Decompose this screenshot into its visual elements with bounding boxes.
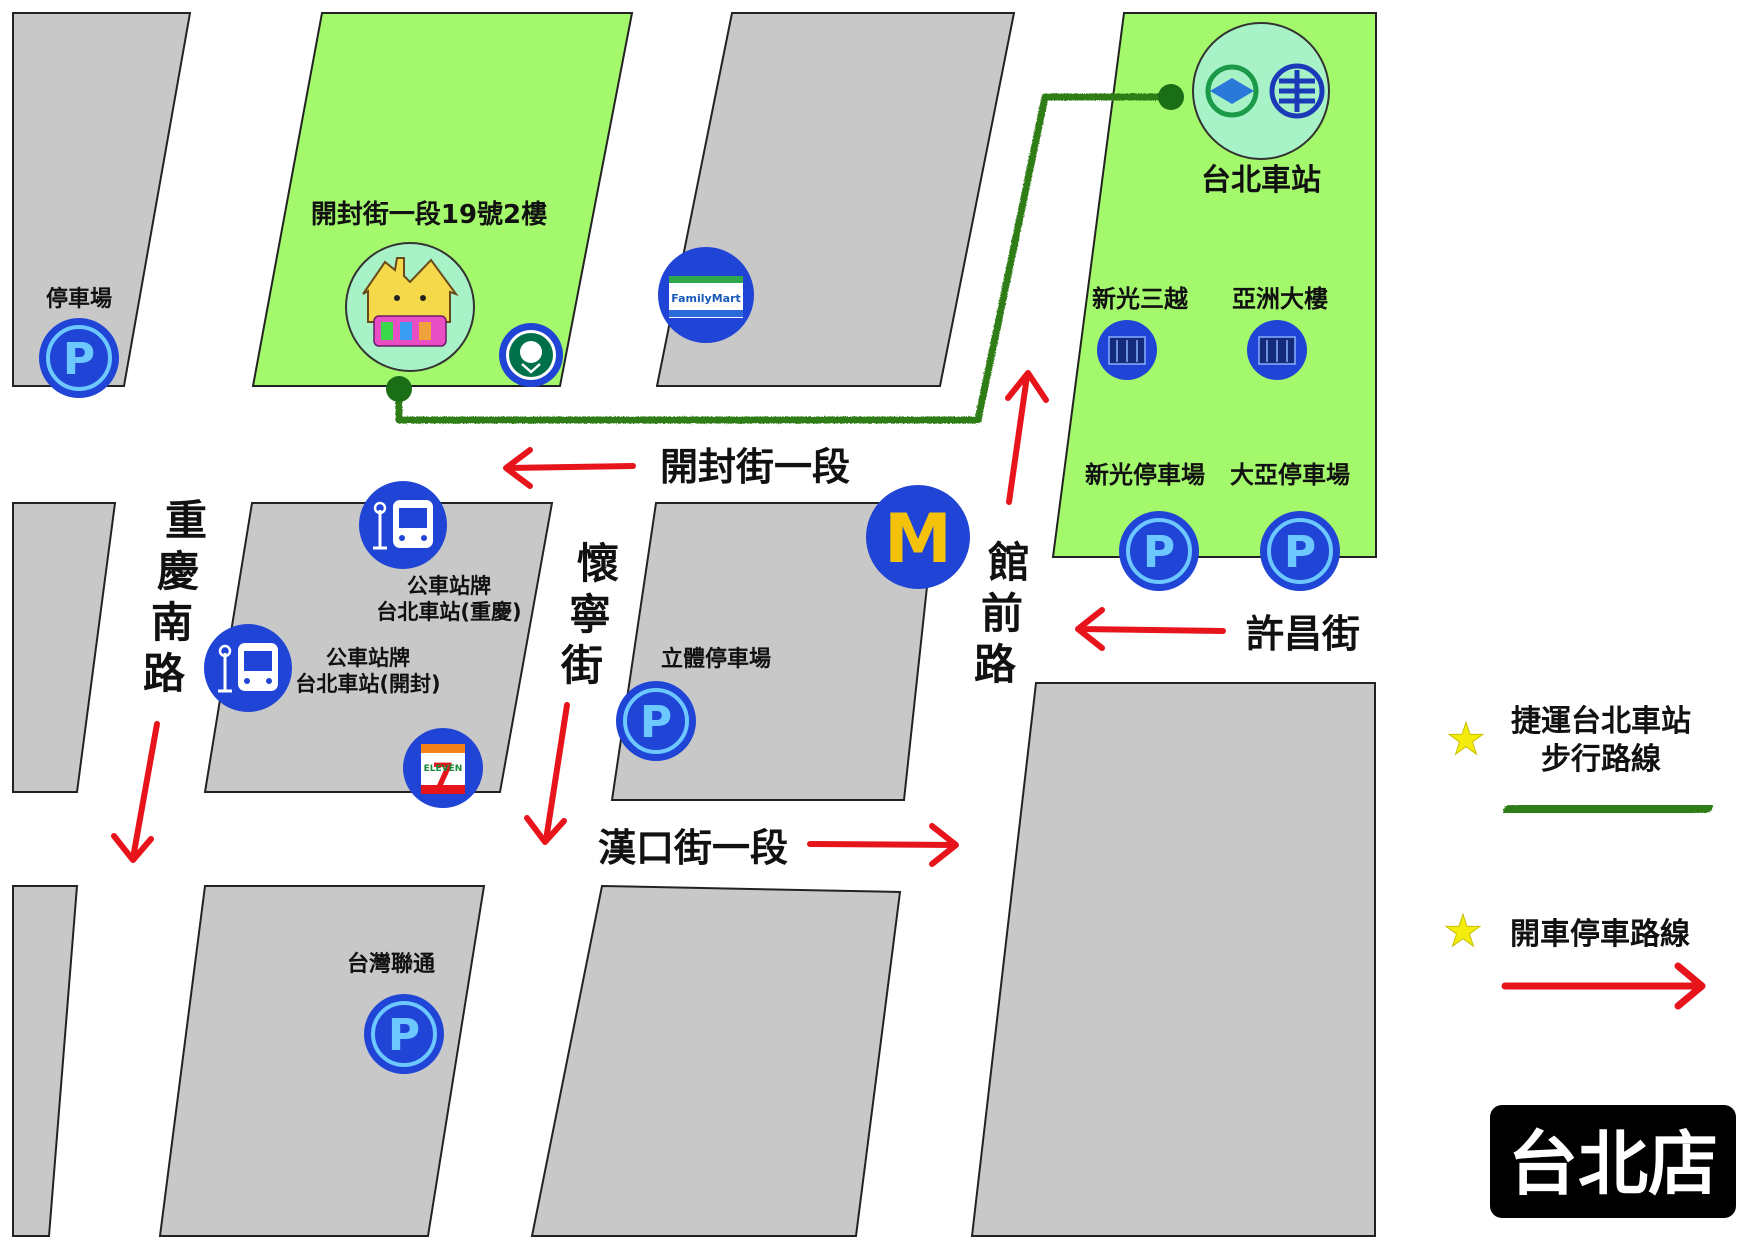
legend-drive-arrow <box>1501 962 1706 1010</box>
street-huaining-char: 寧 <box>569 590 611 639</box>
shinkong-mitsukoshi-label: 新光三越 <box>1092 285 1189 313</box>
familymart-logo-text: FamilyMart <box>671 292 741 305</box>
taipei-station-icon[interactable] <box>1192 22 1330 160</box>
street-guanqian: 館 前 路 <box>974 538 1030 689</box>
seven-eleven-text: ELEVEN <box>424 764 463 774</box>
route-start-dot <box>386 376 412 402</box>
legend-walk-label: 步行路線 <box>1541 742 1661 777</box>
asia-building-icon[interactable] <box>1247 320 1307 380</box>
bus-stop-chongqing-label: 台北車站(重慶) <box>376 600 521 624</box>
asia-building-label: 亞洲大樓 <box>1232 285 1328 313</box>
parking-icon[interactable]: P <box>39 318 119 398</box>
shinkong-building-icon[interactable] <box>1097 320 1157 380</box>
legend-walk-line <box>1503 799 1713 819</box>
block-right-bottom <box>970 682 1376 1237</box>
map-legend: ★ 捷運台北車站 步行路線 ★ 開車停車路線 <box>1443 704 1713 1010</box>
street-chongqing-char: 路 <box>143 649 186 698</box>
street-chongqing-char: 慶 <box>157 547 199 596</box>
star-icon: ★ <box>1446 714 1485 765</box>
arrow-guanqian-north <box>1005 370 1049 505</box>
mcdonalds-logo: M <box>884 500 952 579</box>
parking-icon[interactable]: P <box>1119 511 1199 591</box>
familymart-icon[interactable]: FamilyMart <box>658 247 754 343</box>
arrow-huaining-south <box>524 702 570 845</box>
block-mid-left <box>12 502 117 793</box>
legend-walk-label: 捷運台北車站 <box>1511 704 1691 739</box>
taipei-station-label: 台北車站 <box>1201 163 1321 198</box>
arrow-xuchang-west <box>1075 607 1226 651</box>
street-kaifeng: 開封街一段 <box>660 445 850 489</box>
daya-parking-label: 大亞停車場 <box>1230 461 1350 489</box>
street-guanqian-char: 路 <box>974 640 1017 689</box>
arrow-kaifeng-west <box>503 447 636 489</box>
block-bottom-far-left <box>12 885 79 1237</box>
street-guanqian-char: 館 <box>988 538 1030 587</box>
route-end-dot <box>1158 84 1184 110</box>
seven-eleven-icon[interactable]: 7 ELEVEN <box>403 728 483 808</box>
arrow-chongqing-south <box>111 721 160 863</box>
store-house-icon[interactable] <box>345 242 475 372</box>
parking-icon[interactable]: P <box>364 994 444 1074</box>
bus-stop-chongqing-icon[interactable] <box>359 481 447 569</box>
street-chongqing-char: 南 <box>151 598 193 647</box>
store-address-label: 開封街一段19號2樓 <box>311 199 547 230</box>
street-chongqing-char: 重 <box>165 496 207 545</box>
block-liantong <box>158 885 486 1237</box>
block-bottom-mid <box>530 884 902 1237</box>
parking-letter: P <box>640 697 672 748</box>
starbucks-icon[interactable] <box>499 323 563 387</box>
parking-letter: P <box>1284 527 1316 578</box>
parking-icon[interactable]: P <box>616 681 696 761</box>
bus-stop-chongqing-label: 公車站牌 <box>407 574 491 598</box>
street-xuchang: 許昌街 <box>1246 612 1360 656</box>
city-blocks <box>12 12 1377 1237</box>
liti-parking-label: 立體停車場 <box>661 646 771 672</box>
street-chongqing: 重 慶 南 路 <box>143 496 207 698</box>
street-hankou: 漢口街一段 <box>598 826 788 870</box>
mcdonalds-icon[interactable]: M <box>866 485 970 589</box>
bus-stop-kaifeng-icon[interactable] <box>204 624 292 712</box>
street-guanqian-char: 前 <box>981 589 1023 638</box>
shinkong-parking-label: 新光停車場 <box>1085 461 1205 489</box>
bus-stop-kaifeng-label: 台北車站(開封) <box>295 672 440 696</box>
street-huaining-char: 懷 <box>577 539 619 588</box>
arrow-hankou-east <box>807 823 959 867</box>
parking-icon[interactable]: P <box>1260 511 1340 591</box>
driving-route <box>111 370 1226 867</box>
star-icon: ★ <box>1443 906 1482 957</box>
store-name-text: 台北店 <box>1508 1123 1718 1205</box>
taiwan-liantong-label: 台灣聯通 <box>347 951 435 977</box>
street-huaining-char: 街 <box>560 641 603 690</box>
parking-left-label: 停車場 <box>46 286 112 312</box>
parking-letter: P <box>388 1010 420 1061</box>
parking-letter: P <box>63 334 95 385</box>
parking-letter: P <box>1143 527 1175 578</box>
store-name-badge: 台北店 <box>1490 1105 1736 1218</box>
walking-route <box>386 84 1184 424</box>
block-top-left <box>12 12 192 387</box>
bus-stop-kaifeng-label: 公車站牌 <box>326 646 410 670</box>
seven-eleven-number: 7 <box>432 756 454 794</box>
legend-drive-label: 開車停車路線 <box>1510 917 1690 952</box>
street-huaining: 懷 寧 街 <box>560 539 619 690</box>
